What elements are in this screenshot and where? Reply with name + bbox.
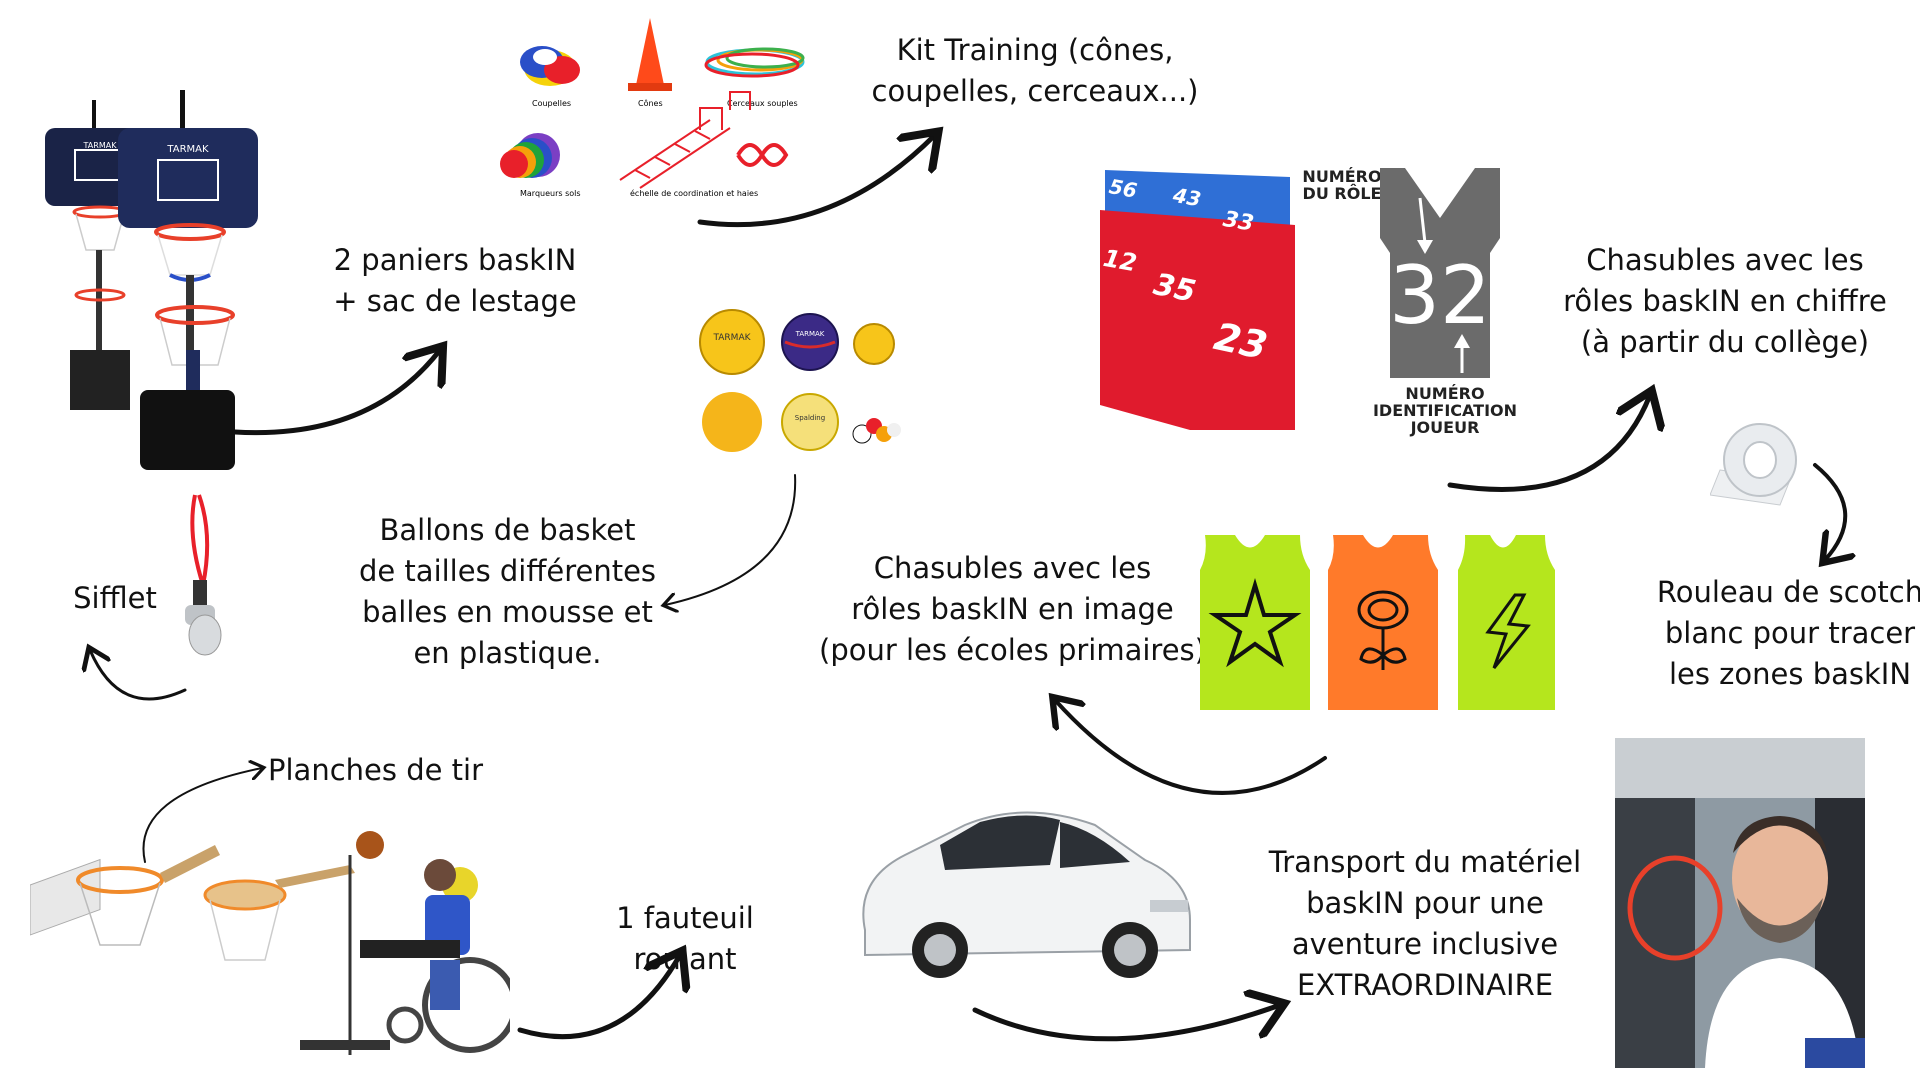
ballons-illustration: TARMAK TARMAK Spalding	[699, 309, 901, 452]
arrow-chasubles-image	[1055, 700, 1327, 795]
kit-item-coupelles: Coupelles	[532, 99, 571, 108]
kit-item-echelle: échelle de coordination et haies	[630, 188, 758, 198]
label-transport: Transport du matériel baskIN pour une av…	[1268, 845, 1582, 1002]
tarmak-logo-back: TARMAK	[83, 141, 118, 150]
voiture-illustration	[862, 811, 1191, 978]
jersey-number-33: 33	[1221, 207, 1256, 237]
butterfly-icon	[736, 143, 789, 167]
jersey-diagram: 32	[1380, 168, 1500, 378]
numero-joueur-label: NUMÉRO IDENTIFICATION JOUEUR	[1372, 384, 1518, 437]
jersey-number-56: 56	[1107, 174, 1139, 202]
planches-fauteuil-illustration	[30, 831, 510, 1055]
arrow-planches	[142, 768, 262, 863]
kit-item-cerceaux: Cerceaux souples	[727, 99, 798, 108]
tarmak-ball-1: TARMAK	[712, 333, 751, 343]
label-paniers: 2 paniers baskIN + sac de lestage	[333, 243, 577, 318]
jersey-number-43: 43	[1170, 183, 1203, 212]
jersey-number-35: 35	[1151, 267, 1199, 310]
arrow-chasubles-chiffre	[1447, 395, 1650, 492]
jersey-number-12: 12	[1101, 244, 1139, 277]
arrow-ballons	[665, 474, 797, 605]
kit-item-cones: Cônes	[638, 98, 663, 108]
coupelles-icon	[520, 46, 580, 86]
arrow-sifflet	[90, 650, 187, 701]
marqueurs-icon	[500, 133, 560, 178]
label-sifflet: Sifflet	[73, 581, 157, 615]
numero-role-label: NUMÉRO DU RÔLE	[1302, 167, 1382, 203]
arrow-kit	[697, 135, 935, 228]
cone-icon	[628, 18, 672, 91]
kit-training-illustration: Coupelles Cônes Cerceaux souples Marqueu…	[500, 18, 805, 198]
cerceaux-icon	[704, 47, 805, 78]
label-kit-training: Kit Training (cônes, coupelles, cerceaux…	[871, 33, 1199, 108]
paniers-illustration: TARMAK TARMAK	[45, 90, 258, 470]
tarmak-logo-front: TARMAK	[166, 144, 209, 155]
tarmak-ball-2: TARMAK	[795, 330, 825, 338]
jersey-number-23: 23	[1210, 314, 1271, 368]
arrow-fauteuil	[517, 955, 680, 1040]
jersey-diagram-number: 32	[1389, 249, 1491, 342]
arrow-scotch	[1813, 463, 1845, 560]
arrow-voiture	[972, 1005, 1280, 1042]
scotch-illustration	[1710, 423, 1797, 506]
echelle-icon	[619, 91, 751, 189]
label-ballons: Ballons de basket de tailles différentes…	[358, 513, 657, 670]
sifflet-illustration	[185, 494, 222, 656]
chasubles-illustration	[1200, 535, 1555, 710]
bib-star-icon	[1200, 535, 1310, 710]
arrow-paniers	[232, 350, 440, 436]
bib-flower-icon	[1328, 535, 1438, 710]
label-chasubles-chiffre: Chasubles avec les rôles baskIN en chiff…	[1563, 243, 1887, 359]
spalding-ball: Spalding	[795, 414, 825, 422]
label-planches: Planches de tir	[268, 753, 484, 787]
label-scotch: Rouleau de scotch blanc pour tracer les …	[1656, 575, 1920, 691]
kit-item-marqueurs: Marqueurs sols	[520, 189, 581, 198]
photo-personne	[1615, 738, 1865, 1068]
label-chasubles-image: Chasubles avec les rôles baskIN en image…	[819, 551, 1206, 667]
bib-lightning-icon	[1458, 535, 1555, 710]
maillots-illustration: 56 43 33 12 35 23	[1100, 170, 1295, 430]
